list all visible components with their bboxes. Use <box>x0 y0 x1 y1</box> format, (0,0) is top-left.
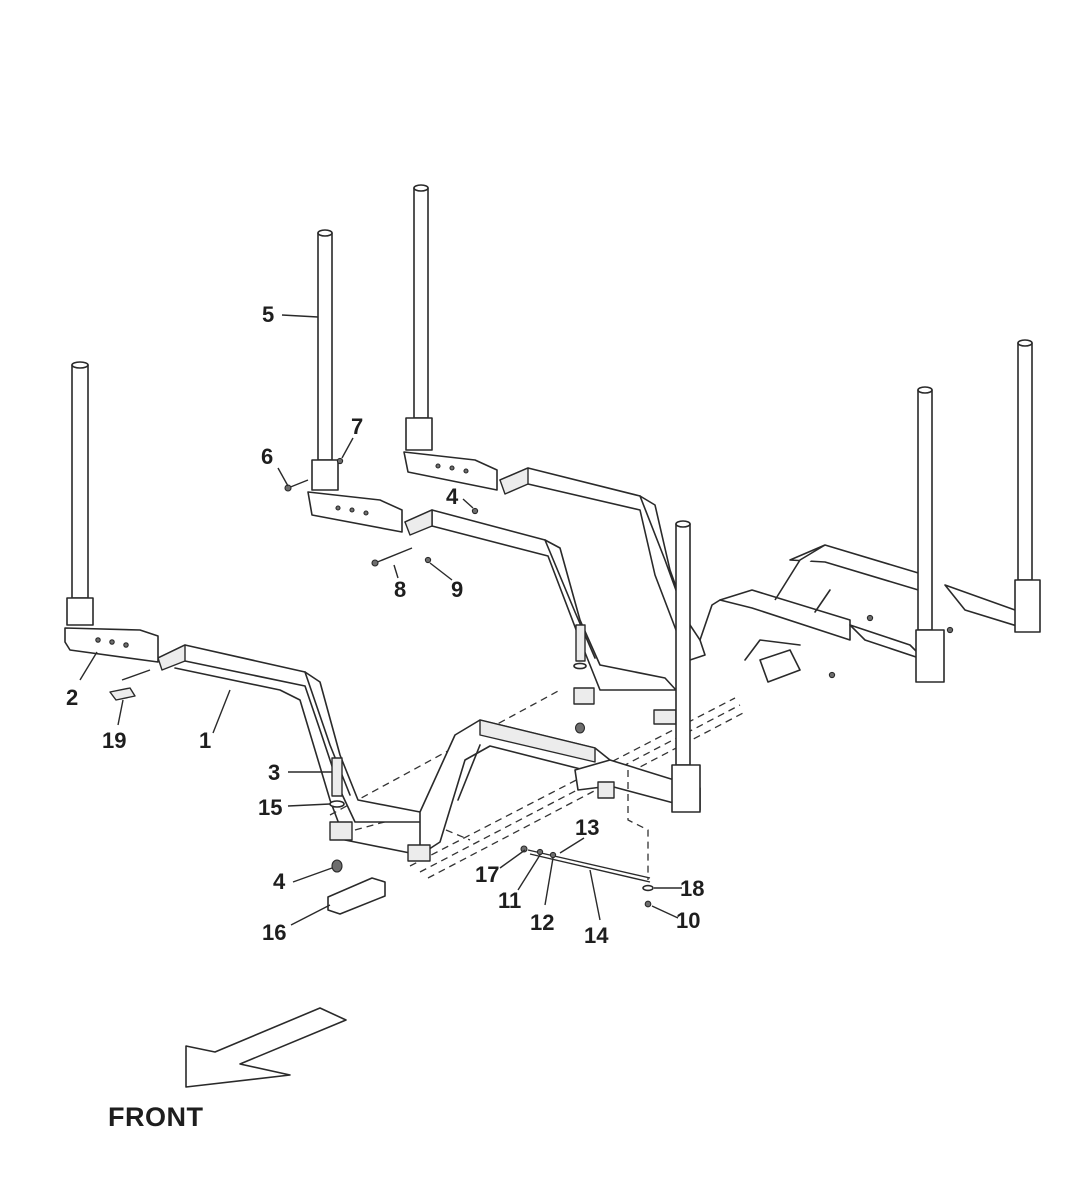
callout-6: 6 <box>261 444 273 469</box>
callout-13: 13 <box>575 815 599 840</box>
rear-frame-assembly <box>404 467 1031 725</box>
callout-7: 7 <box>351 414 363 439</box>
callout-3: 3 <box>268 760 280 785</box>
callout-12: 12 <box>530 910 554 935</box>
callout-10: 10 <box>676 908 700 933</box>
callout-labels: 5 7 6 4 8 9 2 19 1 3 15 4 16 13 17 11 12… <box>66 302 704 948</box>
callout-4-lower: 4 <box>273 869 286 894</box>
front-arrow-icon <box>185 1007 347 1088</box>
callout-4-upper: 4 <box>446 484 459 509</box>
callout-15: 15 <box>258 795 282 820</box>
callout-18: 18 <box>680 876 704 901</box>
callout-19: 19 <box>102 728 126 753</box>
leader-lines <box>79 314 682 926</box>
callout-8: 8 <box>394 577 406 602</box>
rear-left-post <box>403 184 498 491</box>
right-posts <box>915 339 1041 683</box>
callout-17: 17 <box>475 862 499 887</box>
callout-5: 5 <box>262 302 274 327</box>
callout-16: 16 <box>262 920 286 945</box>
left-post-bracket-part-2 <box>64 361 159 701</box>
front-direction-label: FRONT <box>108 1102 204 1132</box>
hardware <box>284 457 954 915</box>
callout-11: 11 <box>498 888 521 913</box>
front-right-post <box>671 520 701 813</box>
callout-1: 1 <box>199 728 211 753</box>
callout-14: 14 <box>584 923 609 948</box>
post-part-5 <box>307 229 403 533</box>
callout-9: 9 <box>451 577 463 602</box>
callout-2: 2 <box>66 685 78 710</box>
front-frame-part-1 <box>157 644 701 862</box>
